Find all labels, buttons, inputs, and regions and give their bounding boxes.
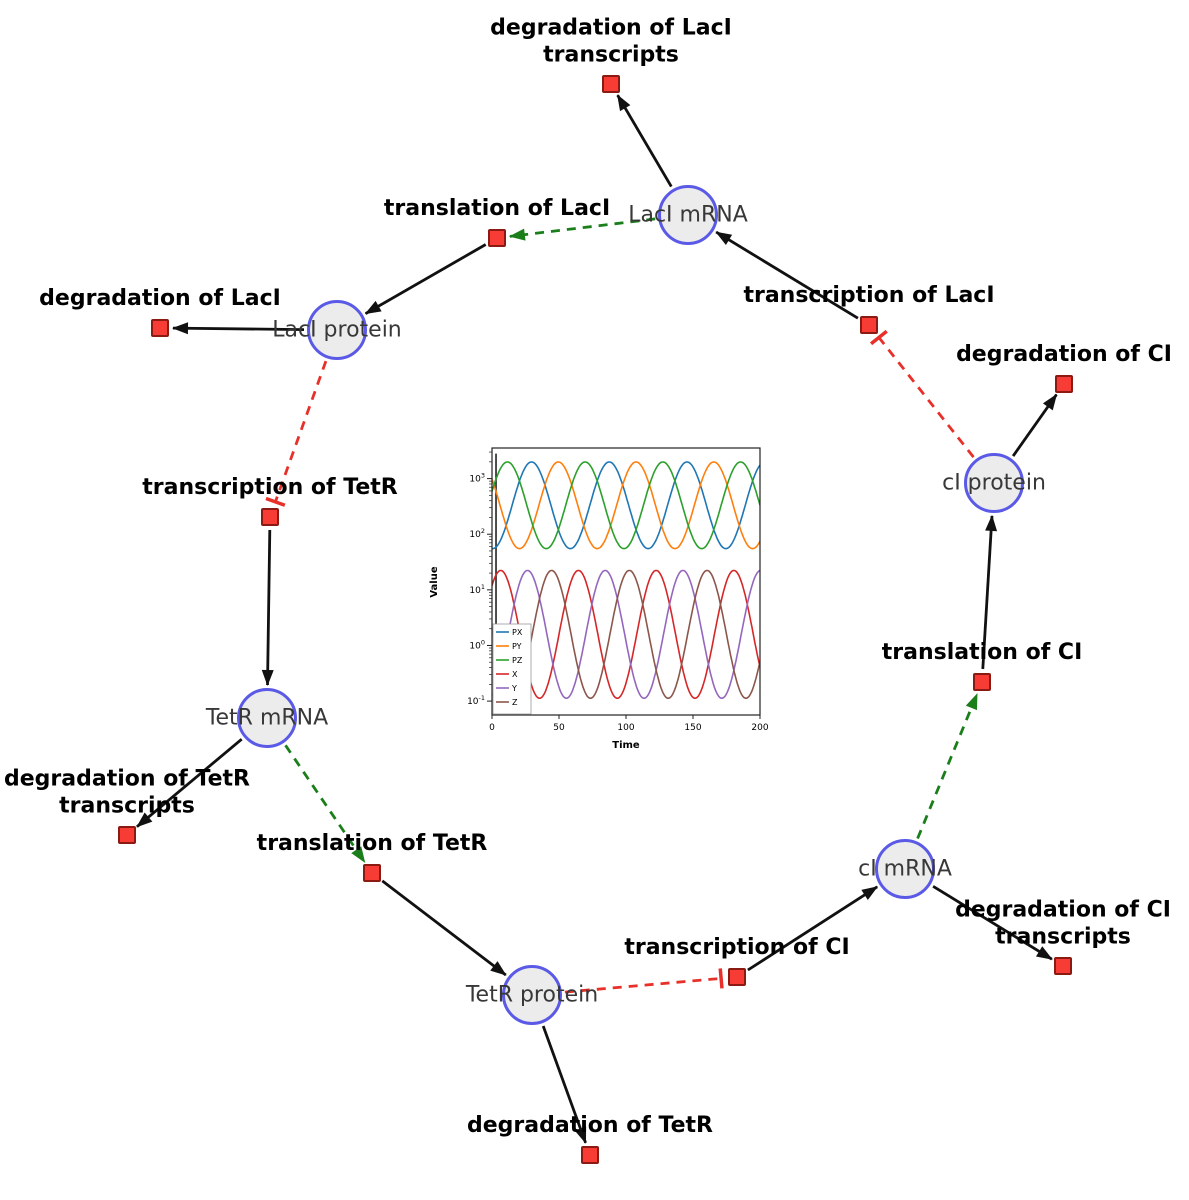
reaction-label-txn-lacI: transcription of LacI: [743, 283, 994, 310]
reaction-label-line: translation of CI: [881, 640, 1083, 666]
reaction-label-line: transcription of LacI: [743, 283, 995, 309]
reaction-label-txn-cI: transcription of CI: [624, 935, 849, 962]
species-label-tetR-mRNA: TetR mRNA: [205, 705, 329, 731]
species-label-lacI-mRNA: LacI mRNA: [628, 202, 748, 228]
chart-ylabel: Value: [429, 566, 440, 597]
chart-y-tick-label: 100: [469, 638, 485, 651]
reaction-label-line: degradation of TetR: [3, 766, 251, 792]
edge-tetR-protein-txn-cI: [564, 968, 724, 994]
species-label-lacI-protein: LacI protein: [272, 317, 402, 343]
reaction-node-deg-tetR[interactable]: [581, 1146, 599, 1164]
reaction-node-deg-lacI[interactable]: [151, 319, 169, 337]
chart-y-tick-label: 101: [469, 583, 485, 596]
reaction-label-txn-tetR: transcription of TetR: [142, 475, 397, 502]
species-node-tetR-mRNA[interactable]: [237, 688, 297, 748]
edge-tetR-mRNA-transl-tetR: [284, 744, 366, 864]
chart-series-X: [492, 569, 760, 699]
chart-x-tick-label: 100: [617, 723, 634, 733]
species-node-lacI-mRNA[interactable]: [658, 185, 718, 245]
reaction-label-line: translation of TetR: [256, 831, 488, 857]
chart-legend-label-Z: Z: [512, 698, 518, 707]
chart-legend-label-PZ: PZ: [512, 656, 523, 665]
chart-legend-box: [492, 623, 532, 715]
reaction-label-line: transcription of TetR: [142, 475, 398, 501]
chart-legend-label-Y: Y: [511, 684, 517, 693]
species-label-tetR-protein: TetR protein: [465, 982, 599, 1008]
chart-x-tick-label: 150: [684, 723, 701, 733]
reaction-node-deg-lacI-tx[interactable]: [602, 75, 620, 93]
reaction-label-transl-cI: translation of CI: [882, 640, 1083, 667]
reaction-node-txn-lacI[interactable]: [860, 316, 878, 334]
chart-series-Y: [492, 569, 760, 699]
species-node-cI-mRNA[interactable]: [875, 839, 935, 899]
edge-lacI-mRNA-transl-lacI: [508, 217, 656, 241]
reaction-label-line: transcripts: [59, 793, 195, 819]
chart-series-Z: [492, 569, 760, 699]
edge-cI-protein-deg-cI: [1011, 393, 1058, 457]
reaction-label-line: degradation of CI: [956, 342, 1172, 368]
species-node-cI-protein[interactable]: [964, 453, 1024, 513]
chart-series-PX: [492, 461, 760, 550]
chart-y-tick-label: 10-1: [467, 694, 485, 707]
species-node-tetR-protein[interactable]: [502, 965, 562, 1025]
edge-txn-tetR-tetR-mRNA: [261, 529, 274, 686]
chart-x-tick-label: 200: [751, 723, 768, 733]
edge-tetR-mRNA-deg-tetR-tx: [136, 738, 243, 828]
reaction-label-line: translation of LacI: [383, 196, 611, 222]
reaction-node-txn-tetR[interactable]: [261, 508, 279, 526]
reaction-label-line: transcripts: [543, 42, 679, 68]
edge-cI-mRNA-deg-cI-tx: [932, 885, 1053, 961]
reaction-label-deg-lacI: degradation of LacI: [39, 286, 281, 313]
reaction-label-deg-tetR: degradation of TetR: [467, 1113, 713, 1140]
species-label-cI-mRNA: cI mRNA: [858, 856, 952, 882]
species-node-lacI-protein[interactable]: [307, 300, 367, 360]
reaction-node-deg-cI[interactable]: [1055, 375, 1073, 393]
reaction-node-deg-cI-tx[interactable]: [1054, 957, 1072, 975]
reaction-label-line: degradation of CI: [955, 897, 1171, 923]
reaction-node-transl-tetR[interactable]: [363, 864, 381, 882]
chart-series-PY: [492, 461, 760, 550]
edge-txn-lacI-lacI-mRNA: [715, 230, 859, 320]
edge-lacI-protein-deg-lacI: [172, 322, 305, 335]
chart-legend-label-PX: PX: [512, 628, 523, 637]
chart-y-tick-label: 103: [469, 472, 485, 485]
edge-transl-tetR-tetR-protein: [381, 879, 507, 977]
edge-lacI-mRNA-deg-lacI-tx: [616, 94, 673, 188]
reaction-label-transl-lacI: translation of LacI: [384, 196, 610, 223]
edge-transl-lacI-lacI-protein: [364, 243, 487, 315]
chart-y-tick-label: 102: [469, 527, 485, 540]
chart-legend-label-X: X: [512, 670, 518, 679]
chart-legend-label-PY: PY: [512, 642, 522, 651]
reaction-label-transl-tetR: translation of TetR: [257, 831, 488, 858]
chart-x-tick-label: 50: [553, 723, 565, 733]
chart-x-tick-label: 0: [489, 723, 495, 733]
reaction-label-line: transcripts: [995, 924, 1131, 950]
reaction-label-line: degradation of TetR: [466, 1113, 714, 1139]
chart-background: [425, 430, 775, 760]
reaction-node-deg-tetR-tx[interactable]: [118, 826, 136, 844]
reaction-node-transl-lacI[interactable]: [488, 229, 506, 247]
reaction-node-transl-cI[interactable]: [973, 673, 991, 691]
species-label-cI-protein: cI protein: [942, 470, 1046, 496]
edge-transl-cI-cI-protein: [981, 514, 998, 670]
reaction-node-txn-cI[interactable]: [728, 968, 746, 986]
edge-txn-cI-cI-mRNA: [747, 885, 879, 972]
reaction-label-line: degradation of LacI: [490, 15, 732, 41]
reaction-label-line: transcription of CI: [624, 935, 850, 961]
reaction-label-line: degradation of LacI: [39, 286, 281, 312]
edge-lacI-protein-txn-tetR: [265, 360, 328, 507]
chart-series-PZ: [492, 461, 760, 550]
edge-cI-mRNA-transl-cI: [916, 693, 979, 840]
chart-xlabel: Time: [612, 740, 640, 751]
edge-tetR-protein-deg-tetR: [541, 1025, 587, 1144]
reaction-label-deg-cI: degradation of CI: [956, 342, 1172, 369]
